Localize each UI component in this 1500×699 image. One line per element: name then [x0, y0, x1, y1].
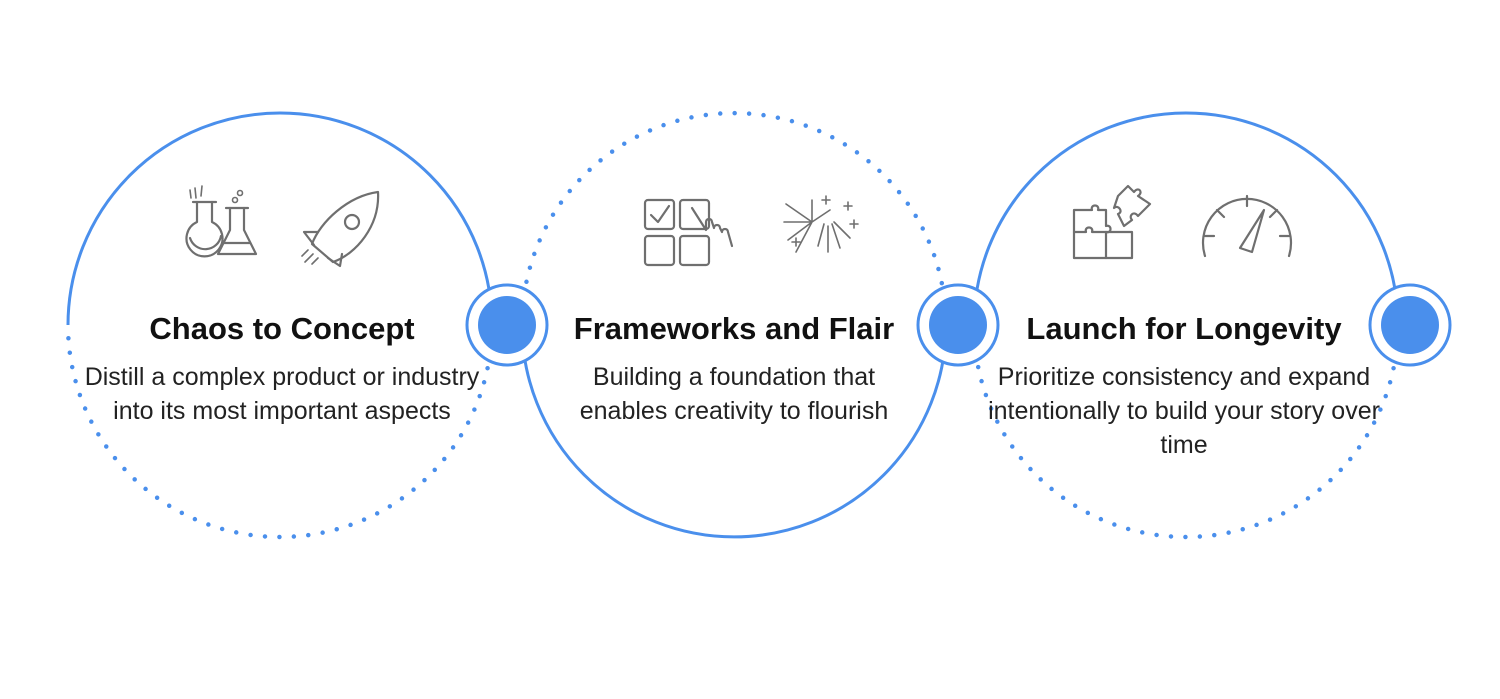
grid-tap-icon — [643, 198, 734, 267]
speedometer-icon — [1201, 194, 1293, 258]
step-2-ring — [519, 110, 949, 539]
step-3-description: Prioritize consistency and expand intent… — [988, 363, 1380, 459]
lab-flasks-icon — [185, 185, 258, 258]
rocket-icon — [301, 190, 380, 268]
step-3-title: Launch for Longevity — [1026, 311, 1342, 346]
step-1-description: Distill a complex product or industry in… — [84, 363, 480, 425]
connector-node-3 — [1368, 283, 1452, 367]
puzzle-icon — [1072, 184, 1152, 260]
connector-node-2 — [916, 283, 1000, 367]
step-3-ring — [971, 111, 1401, 540]
connector-node-1 — [465, 283, 549, 367]
step-2-title: Frameworks and Flair — [573, 311, 895, 346]
step-1-ring — [65, 111, 495, 540]
step-1-title: Chaos to Concept — [149, 311, 415, 346]
fireworks-icon — [783, 195, 859, 253]
step-2-description: Building a foundation that enables creat… — [579, 363, 889, 425]
